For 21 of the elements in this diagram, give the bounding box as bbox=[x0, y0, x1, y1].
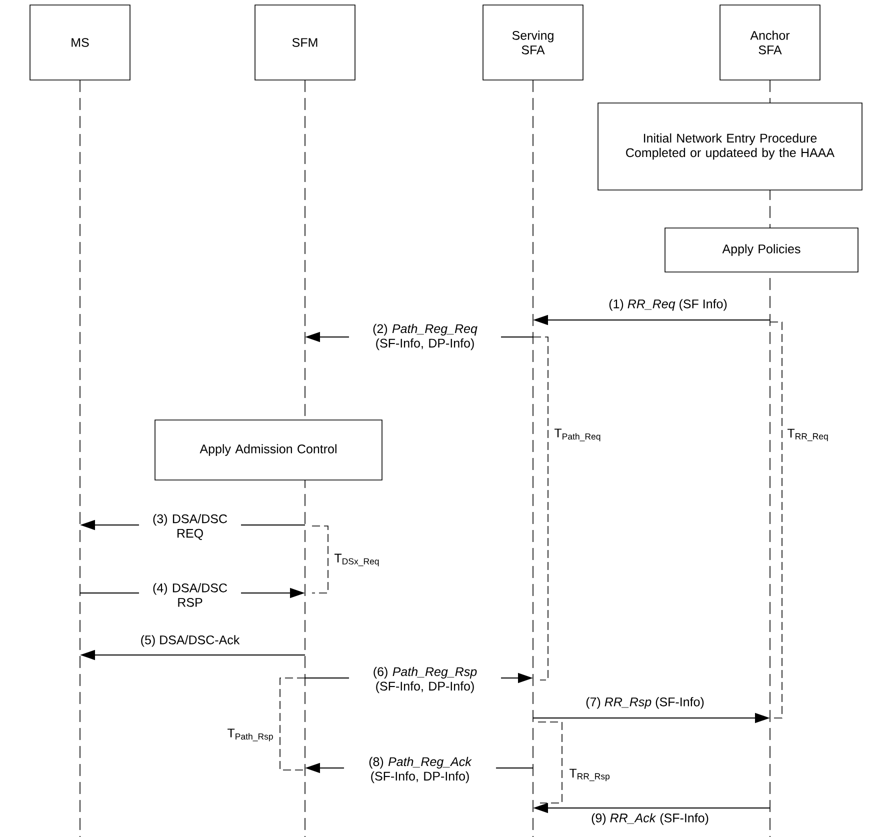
edge-label: (3) DSA/DSC REQ bbox=[139, 513, 241, 541]
lifeline-header-box: Serving SFA bbox=[482, 4, 584, 80]
process-box: Apply Policies bbox=[664, 228, 858, 272]
lifeline-header-box: Anchor SFA bbox=[720, 4, 820, 80]
timer-label: T$_{DSx_Req}$ bbox=[334, 554, 379, 566]
edge-label: (9) RR_Ack (SF-Info) bbox=[592, 813, 708, 825]
process-box: Initial Network Entry Procedure Completed or updateed by the HAAA bbox=[598, 102, 862, 190]
edge-label: (6) Path_Reg_Rsp (SF-Info, DP-Info) bbox=[349, 666, 501, 694]
edge-label: (8) Path_Reg_Ack (SF-Info, DP-Info) bbox=[344, 756, 496, 784]
timer-label: T$_{RR_Req}$ bbox=[788, 428, 828, 442]
edge-label: (7) RR_Rsp (SF-Info) bbox=[586, 697, 704, 709]
edge-label: (1) RR_Req (SF Info) bbox=[609, 299, 727, 311]
process-box: Apply Admission Control bbox=[154, 420, 382, 480]
timer-label: T$_{Path_Req}$ bbox=[554, 428, 600, 442]
edge-label: (2) Path_Reg_Req (SF-Info, DP-Info) bbox=[349, 322, 501, 352]
lifeline-header-box: SFM bbox=[254, 4, 356, 80]
edge-label: (5) DSA/DSC-Ack bbox=[141, 635, 240, 647]
timer-label: T$_{RR_Rsp}$ bbox=[570, 768, 610, 782]
timer-label: T$_{Path_Rsp}$ bbox=[228, 728, 273, 742]
edge-label: (4) DSA/DSC RSP bbox=[139, 582, 241, 608]
lifeline-header-box: MS bbox=[30, 4, 130, 80]
